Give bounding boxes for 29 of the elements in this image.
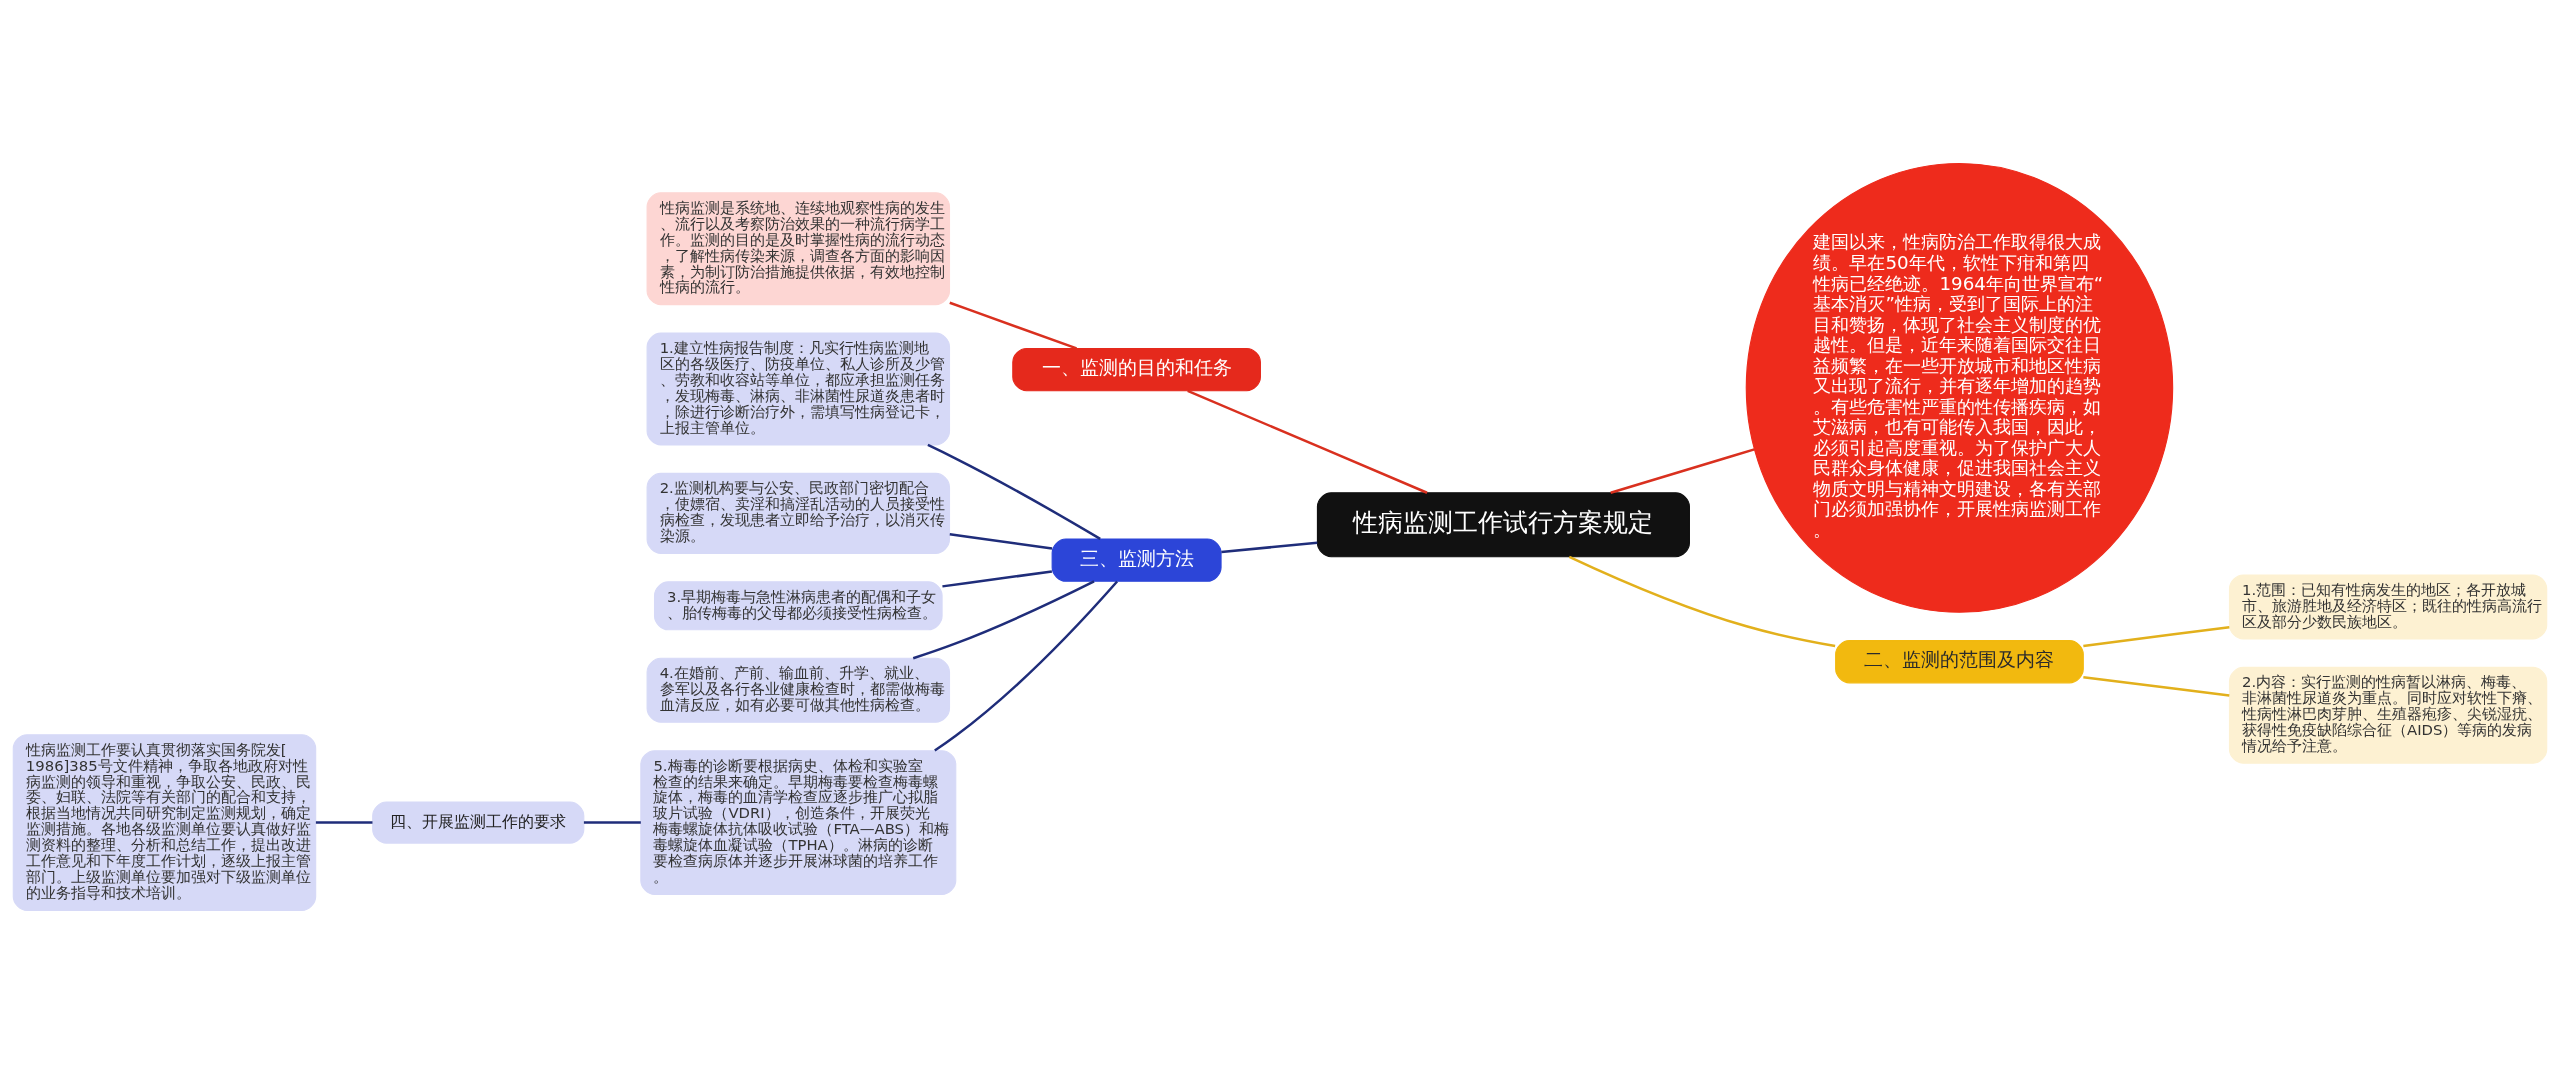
node-box: 二、监测的范围及内容 (1835, 639, 2084, 683)
connector (1610, 447, 1755, 494)
node-box: 1.范围：已知有性病发生的地区；各开放城市、旅游胜地及经济特区；既往的性病高流行区及部分少数民族地区。 (2228, 573, 2548, 639)
node-box: 3.早期梅毒与急性淋病患者的配偶和子女、胎传梅毒的父母都必须接受性病检查。 (653, 580, 943, 630)
node-circle: 建国以来，性病防治工作取得很大成绩。早在50年代，软性下疳和第四性病已经绝迹。1964年向世界宣布“基本消灭”性病，受到了国际上的注目和赞扬，体现了社会主义制度的优越性。但是，近年来随着国际交往日益频繁，在一些开放城市和地区性病又出现了流行，并有逐年增加的趋势。有些危害性严重的性传播疾病，如艾滋病，也有可能传入我国，因此，必须引起高度重视。为了保护广大人民群众身体健康，促进我国社会主义物质文明与精神文明建设，各有关部门必须加强协作，开展性病监测工作。 (1745, 162, 2174, 613)
connector (949, 301, 1077, 350)
connector (949, 532, 1053, 550)
node-box: 四、开展监测工作的要求 (372, 800, 585, 844)
connector (1568, 555, 1836, 647)
connector (1221, 541, 1318, 553)
connector (942, 569, 1053, 588)
node-box: 2.内容：实行监测的性病暂以淋病、梅毒、非淋菌性尿道炎为重点。同时应对软性下瘠、性病性淋巴肉芽肿、生殖器疱疹、尖锐湿疣、获得性免疫缺陷综合征（AIDS）等病的发病情况给予注意。 (2228, 666, 2548, 764)
connector (2083, 675, 2230, 697)
node-box: 性病监测是系统地、连续地观察性病的发生、流行以及考察防治效果的一种流行病学工作。监测的目的是及时掌握性病的流行动态，了解性病传染来源，调查各方面的影响因素，为制订防治措施提供依据，有效地控制性病的流行。 (646, 191, 951, 305)
connector (934, 580, 1119, 752)
node-box: 1.建立性病报告制度：凡实行性病监测地区的各级医疗、防疫单位、私人诊所及少管、劳教和收容站等单位，都应承担监测任务，发现梅毒、淋病、非淋菌性尿道炎患者时，除进行诊断治疗外，需填写性病登记卡，上报主管单位。 (646, 332, 951, 445)
node-box: 2.监测机构要与公安、民政部门密切配合，使嫖宿、卖淫和搞淫乱活动的人员接受性病检查，发现患者立即给予治疗，以消灭传染源。 (646, 472, 951, 554)
connector (2083, 625, 2230, 647)
node-box: 一、监测的目的和任务 (1012, 347, 1261, 391)
node-box: 性病监测工作试行方案规定 (1316, 491, 1690, 557)
connector (927, 443, 1101, 540)
node-box: 性病监测工作要认真贯彻落实国务院发[1986]385号文件精神，争取各地政府对性病监测的领导和重视，争取公安、民政、民委、妇联、法院等有关部门的配合和支持，根据当地情况共同研究制定监测规划，确定监测措施。各地各级监测单位要认真做好监测资料的整理、分析和总结工作，提出改进工作意见和下年度工作计划，逐级上报主管部门。上级监测单位要加强对下级监测单位的业务指导和技术培训。 (12, 733, 317, 911)
node-box: 4.在婚前、产前、输血前、升学、就业、参军以及各行各业健康检查时，都需做梅毒血清反应，如有必要可做其他性病检查。 (646, 657, 951, 723)
node-box: 5.梅毒的诊断要根据病史、体检和实验室检查的结果来确定。早期梅毒要检查梅毒螺旋体，梅毒的血清学检查应逐步推广心拟脂玻片试验（VDRI），创造条件，开展荧光梅毒螺旋体抗体吸收试验（FTA—ABS）和梅毒螺旋体血凝试验（TPHA）。淋病的诊断要检查病原体并逐步开展淋球菌的培养工作。 (640, 749, 957, 895)
connector (315, 820, 373, 824)
connector (583, 820, 641, 824)
connector (1187, 389, 1428, 494)
connector (912, 579, 1095, 659)
node-box: 三、监测方法 (1051, 537, 1222, 582)
